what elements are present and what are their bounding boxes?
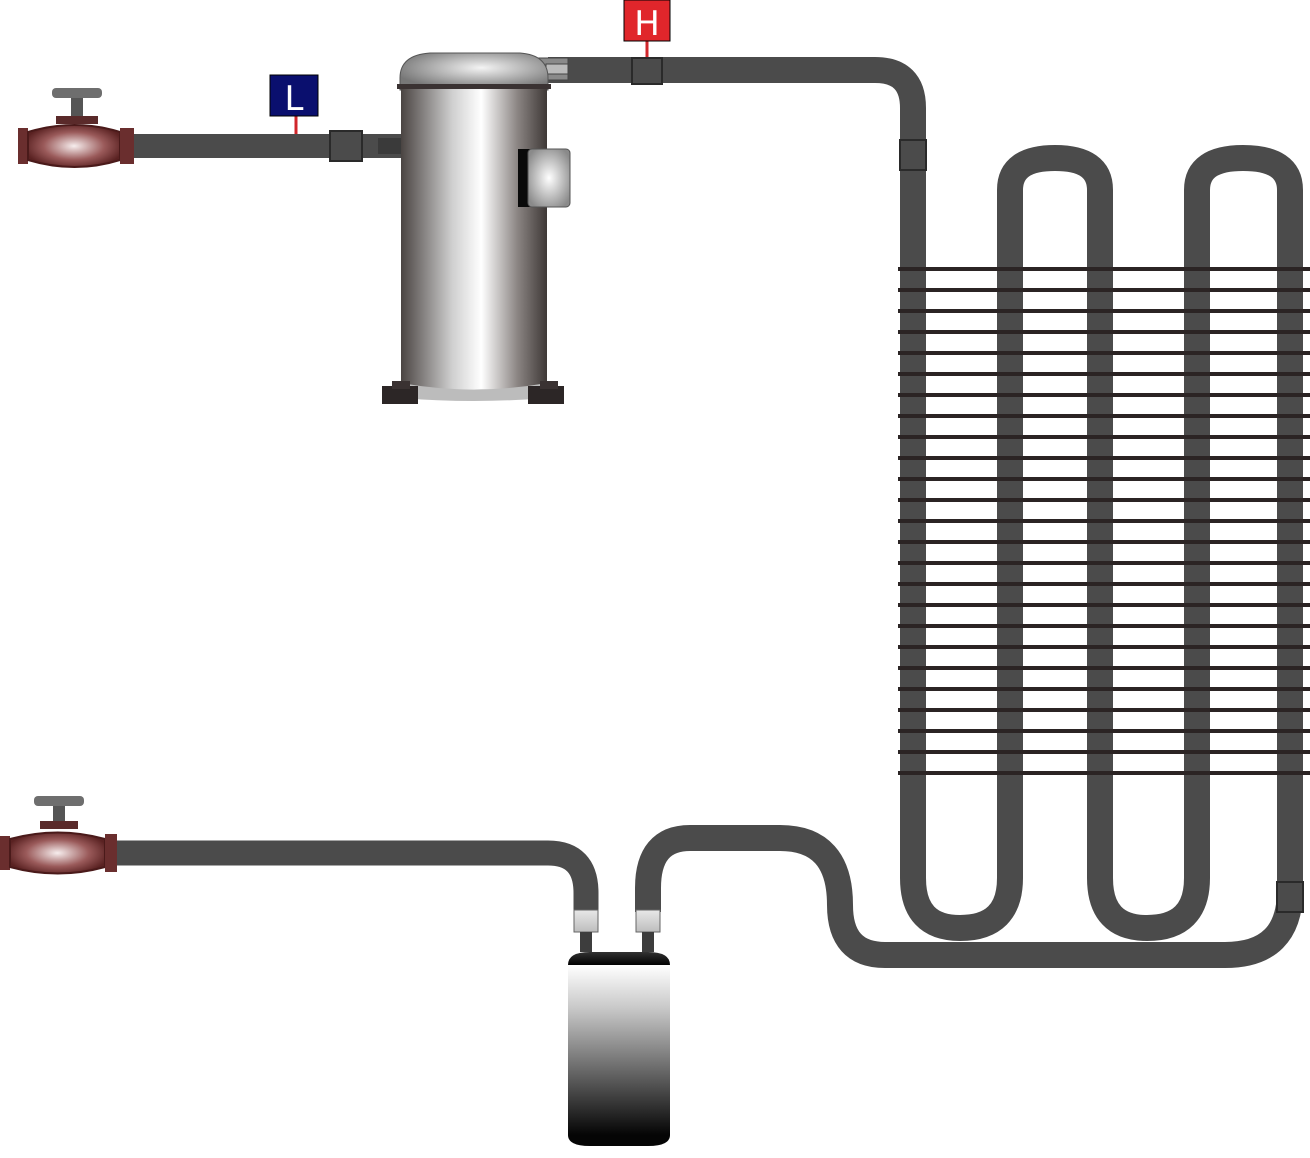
- low-gauge-label: L: [285, 79, 304, 119]
- condenser-fin: [898, 687, 1310, 691]
- condenser-fin: [898, 393, 1310, 397]
- condenser-fins: [898, 267, 1310, 775]
- terminal-box: [518, 149, 530, 207]
- condenser-fin: [898, 330, 1310, 334]
- condenser-fin: [898, 309, 1310, 313]
- condenser-fin: [898, 582, 1310, 586]
- condenser-fin: [898, 750, 1310, 754]
- condenser-fin: [898, 477, 1310, 481]
- condenser-fin: [898, 561, 1310, 565]
- pipe-coupling: [329, 130, 363, 162]
- condenser-fin: [898, 498, 1310, 502]
- pipe-coupling: [631, 57, 663, 85]
- liquid-line: [112, 840, 599, 912]
- low-pressure-gauge: L: [269, 74, 319, 134]
- condenser-fin: [898, 729, 1310, 733]
- compressor-icon: [382, 52, 571, 404]
- condenser-fin: [898, 771, 1310, 775]
- condenser-coil-icon: [548, 57, 1310, 968]
- condenser-fin: [898, 624, 1310, 628]
- condenser-fin: [898, 708, 1310, 712]
- condenser-fin: [898, 456, 1310, 460]
- condenser-fin: [898, 267, 1310, 271]
- condenser-fin: [898, 414, 1310, 418]
- pipe-coupling: [1276, 881, 1304, 913]
- condenser-fin: [898, 351, 1310, 355]
- pipe-coupling: [899, 139, 927, 171]
- discharge-line: [548, 57, 1303, 968]
- high-pressure-gauge: H: [623, 0, 671, 85]
- liquid-service-valve[interactable]: [0, 796, 117, 875]
- condenser-fin: [898, 435, 1310, 439]
- condenser-fin: [898, 288, 1310, 292]
- suction-line: [130, 130, 402, 162]
- valve-handle[interactable]: [34, 796, 84, 806]
- condenser-fin: [898, 540, 1310, 544]
- terminal-box: [527, 148, 571, 208]
- valve-handle[interactable]: [52, 88, 102, 98]
- high-gauge-label: H: [634, 4, 660, 44]
- condenser-fin: [898, 603, 1310, 607]
- condenser-fin: [898, 666, 1310, 670]
- suction-service-valve[interactable]: [18, 88, 134, 168]
- receiver-tank-icon: [568, 909, 670, 1146]
- condenser-fin: [898, 372, 1310, 376]
- condenser-fin: [898, 645, 1310, 649]
- condenser-fin: [898, 519, 1310, 523]
